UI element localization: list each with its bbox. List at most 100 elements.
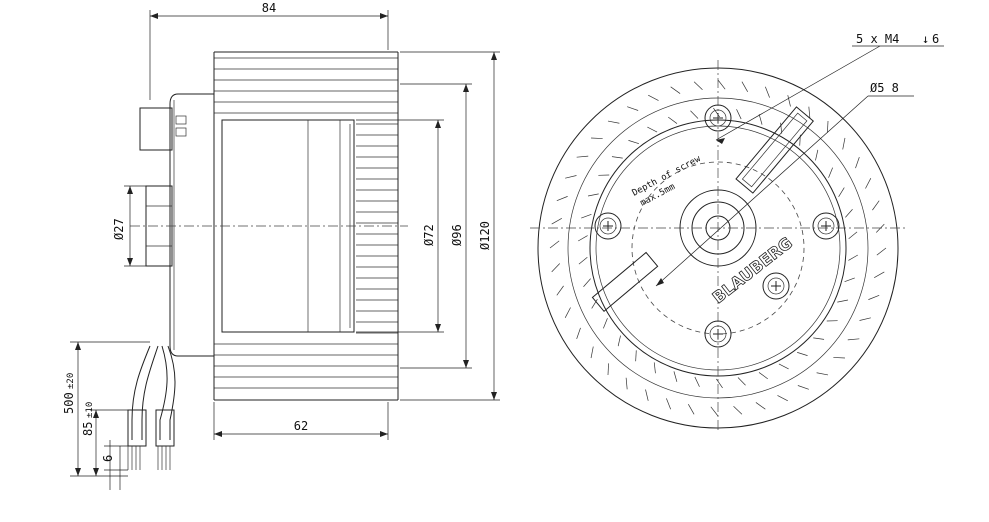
- blade-mark: [865, 178, 872, 189]
- dim-500: 500: [62, 392, 76, 414]
- blade-mark: [627, 106, 639, 111]
- blade-mark: [668, 116, 678, 124]
- blade-mark: [647, 126, 658, 133]
- blade-mark: [868, 295, 880, 300]
- blade-mark: [797, 352, 808, 356]
- blade-mark: [688, 404, 695, 415]
- blade-mark: [635, 350, 637, 362]
- blade-mark: [551, 218, 562, 225]
- hole-depth-symbol: ↓: [922, 32, 929, 46]
- blade-mark: [603, 318, 608, 329]
- blade-mark: [673, 371, 678, 382]
- blade-mark: [591, 298, 598, 309]
- dim-o120: Ø120: [478, 221, 492, 250]
- impeller-blades: [214, 57, 398, 389]
- screw: [594, 212, 622, 240]
- blade-mark: [813, 337, 825, 340]
- dim-6: 6: [101, 455, 115, 462]
- blade-mark: [576, 155, 589, 158]
- blade-mark: [645, 389, 649, 401]
- blade-mark: [576, 327, 581, 339]
- blade-mark: [694, 376, 700, 387]
- blade-mark: [815, 149, 819, 161]
- blade-mark: [848, 254, 858, 261]
- blade-mark: [827, 121, 829, 133]
- blade-mark: [578, 235, 588, 242]
- blade-mark: [666, 398, 671, 410]
- connector-block: [139, 107, 173, 151]
- blade-mark: [787, 95, 791, 107]
- dim-84: 84: [262, 1, 276, 15]
- front-view: Depth of screw max.5mm BLAUBERG 5 x M4 ↓…: [530, 32, 944, 430]
- blade-mark: [777, 395, 788, 402]
- blade-mark: [874, 271, 885, 278]
- blade-mark: [551, 263, 561, 273]
- blade-mark: [611, 156, 623, 159]
- blade-mark: [581, 213, 592, 219]
- blade-mark: [556, 196, 568, 201]
- blade-mark: [653, 362, 656, 374]
- screw: [762, 272, 790, 300]
- blade-mark: [855, 157, 860, 169]
- blade-mark: [838, 187, 845, 198]
- blade-mark: [587, 193, 599, 197]
- blade-mark: [565, 175, 577, 179]
- blade-mark: [808, 106, 811, 119]
- blade-mark: [648, 94, 659, 101]
- blade-mark: [628, 140, 639, 144]
- blade-mark: [848, 231, 858, 240]
- hole-pattern: 5 x M4: [856, 32, 899, 46]
- blade-mark: [845, 208, 853, 218]
- dim-62: 62: [294, 419, 308, 433]
- blade-mark: [755, 402, 766, 410]
- blade-mark: [693, 81, 703, 91]
- side-view: 84 62 Ø27 Ø72 Ø96 Ø120: [62, 1, 500, 490]
- blade-mark: [578, 256, 588, 265]
- blade-mark: [828, 167, 833, 178]
- blade-mark: [859, 317, 871, 321]
- blade-mark: [797, 385, 809, 390]
- blade-mark: [670, 86, 681, 94]
- dim-o72: Ø72: [422, 224, 436, 246]
- blade-mark: [780, 122, 783, 134]
- blade-mark: [778, 363, 789, 370]
- blade-mark: [717, 79, 726, 90]
- blade-mark: [758, 114, 763, 125]
- dim-85-tol: ±10: [85, 402, 95, 418]
- dim-o27: Ø27: [112, 218, 126, 240]
- blade-mark: [617, 335, 621, 347]
- dim-o96: Ø96: [450, 224, 464, 246]
- blade-mark: [737, 377, 746, 386]
- blade-mark: [741, 81, 748, 92]
- hole-depth: 6: [932, 32, 939, 46]
- blade-mark: [713, 107, 720, 118]
- hole-circle-diameter: Ø5 8: [870, 81, 899, 95]
- blade-mark: [556, 285, 564, 296]
- blade-mark: [736, 109, 742, 120]
- blade-mark: [842, 137, 846, 150]
- blade-mark: [816, 372, 829, 376]
- blade-mark: [765, 86, 770, 98]
- blade-mark: [758, 372, 768, 380]
- blade-mark: [607, 120, 620, 124]
- blade-mark: [876, 247, 887, 256]
- blade-mark: [710, 406, 719, 417]
- blade-mark: [590, 346, 594, 359]
- blade-mark: [583, 278, 591, 288]
- blade-mark: [625, 377, 628, 390]
- front-blade-marks: [549, 79, 887, 417]
- blade-mark: [833, 357, 845, 359]
- blade-mark: [549, 240, 560, 249]
- screw: [812, 212, 840, 240]
- blade-mark: [564, 307, 571, 318]
- hole-circle: [631, 161, 805, 335]
- blade-mark: [872, 200, 880, 211]
- motor-housing: [169, 93, 215, 357]
- blade-mark: [847, 338, 860, 341]
- blade-mark: [837, 299, 849, 303]
- blade-mark: [591, 137, 603, 139]
- dim-85: 85: [81, 422, 95, 436]
- dim-500-tol: ±20: [66, 373, 76, 389]
